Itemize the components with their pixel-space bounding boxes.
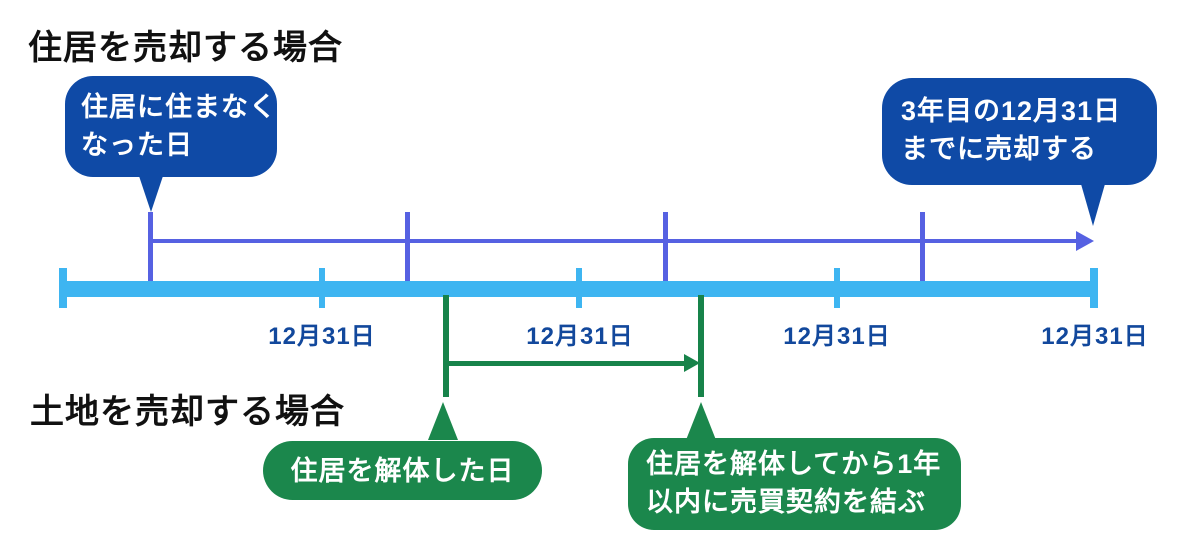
- bubble-demolish-day-line1: 住居を解体した日: [290, 456, 515, 486]
- one-year-arrowhead-icon: [684, 354, 700, 372]
- one-year-arrow-line: [446, 361, 686, 366]
- year-arrowhead-icon: [1076, 231, 1094, 251]
- heading-residence-case: 住居を売却する場合: [28, 29, 343, 67]
- date-label-year1: 12月31日: [268, 323, 376, 350]
- bubble-demolish-day-tail: [428, 402, 458, 440]
- bubble-move-out-line2: なった日: [81, 130, 193, 160]
- bubble-contract-deadline-tail: [686, 402, 716, 440]
- bubble-demolish-day: 住居を解体した日: [263, 441, 542, 500]
- year-tick-1: [405, 212, 410, 281]
- heading-land-case: 土地を売却する場合: [30, 393, 345, 431]
- bubble-contract-deadline-line2: 以内に売買契約を結ぶ: [646, 487, 926, 517]
- contract-deadline-line: [698, 295, 704, 397]
- date-label-year4: 12月31日: [1041, 323, 1149, 350]
- bubble-move-out-tail: [139, 176, 163, 212]
- bar-end-tick-left: [59, 268, 67, 308]
- date-label-year2: 12月31日: [526, 323, 634, 350]
- bubble-sell-deadline-tail: [1081, 184, 1105, 226]
- bar-dec31-tick-2: [576, 268, 582, 308]
- year-tick-3: [920, 212, 925, 281]
- bubble-sell-deadline: 3年目の12月31日 までに売却する: [882, 78, 1157, 185]
- bubble-move-out-line1: 住居に住まなく: [81, 92, 277, 122]
- date-label-year3: 12月31日: [783, 323, 891, 350]
- bubble-contract-deadline-line1: 住居を解体してから1年: [646, 449, 942, 479]
- bar-dec31-tick-1: [319, 268, 325, 308]
- demolish-day-line: [443, 295, 449, 397]
- bubble-contract-deadline: 住居を解体してから1年 以内に売買契約を結ぶ: [628, 438, 961, 530]
- bar-dec31-tick-3: [834, 268, 840, 308]
- bubble-move-out-day: 住居に住まなく なった日: [65, 76, 277, 177]
- bubble-sell-deadline-line2: までに売却する: [901, 134, 1097, 164]
- year-arrow-line: [151, 239, 1078, 243]
- year-tick-start: [148, 212, 153, 281]
- year-tick-2: [663, 212, 668, 281]
- bar-end-tick-right: [1090, 268, 1098, 308]
- bubble-sell-deadline-line1: 3年目の12月31日: [901, 96, 1122, 126]
